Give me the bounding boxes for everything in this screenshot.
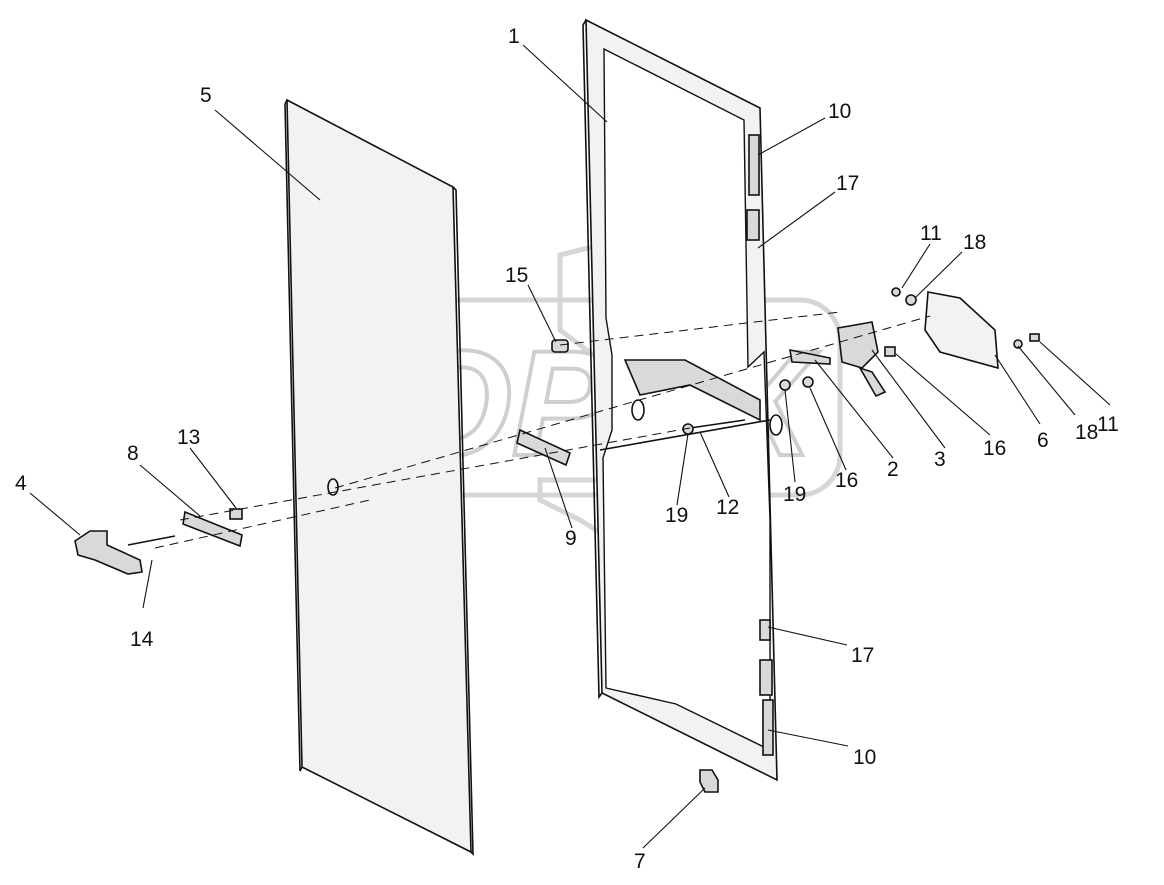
glass-panel-side bbox=[452, 186, 474, 856]
callout-11-right: 11 bbox=[1097, 413, 1119, 436]
outside-handle bbox=[74, 530, 143, 575]
nut-16a bbox=[802, 376, 814, 388]
washer-18b bbox=[1013, 339, 1023, 349]
callout-16-mid: 16 bbox=[835, 469, 858, 492]
leader-13 bbox=[189, 447, 237, 509]
washer-19b bbox=[779, 379, 791, 391]
leader-15 bbox=[527, 284, 557, 343]
callout-18-right: 18 bbox=[1075, 421, 1098, 444]
callout-5: 5 bbox=[200, 84, 212, 107]
leader-11b bbox=[1039, 341, 1111, 406]
handle-bolt bbox=[127, 535, 176, 546]
outside-handle-assembly bbox=[74, 508, 243, 575]
assembly-axes bbox=[154, 311, 931, 549]
screw-11b bbox=[1029, 333, 1040, 342]
leader-18b bbox=[1017, 345, 1076, 416]
hinge-bottom bbox=[762, 699, 774, 756]
lock-cover-6 bbox=[924, 291, 999, 370]
hinge-top bbox=[748, 134, 760, 196]
door-frame-latch-hole bbox=[769, 414, 783, 436]
callout-10-top: 10 bbox=[828, 100, 851, 123]
callout-15: 15 bbox=[505, 264, 528, 287]
leader-10b bbox=[767, 729, 849, 747]
leader-5 bbox=[214, 109, 321, 201]
glass-panel-edge bbox=[284, 99, 303, 772]
hinge-pin-bottom bbox=[759, 619, 771, 641]
door-frame bbox=[582, 18, 783, 782]
leader-9 bbox=[544, 447, 573, 529]
callout-10-bottom: 10 bbox=[853, 746, 876, 769]
hinge-pin-top bbox=[746, 209, 760, 241]
leader-3 bbox=[871, 349, 946, 449]
leader-16b bbox=[809, 387, 847, 471]
leader-12 bbox=[699, 431, 730, 498]
leader-10a bbox=[757, 117, 826, 156]
callout-13: 13 bbox=[177, 426, 200, 449]
lock-body-3 bbox=[837, 321, 879, 369]
plate-9 bbox=[516, 428, 571, 467]
leader-7 bbox=[642, 787, 706, 849]
axis-handle-lower bbox=[154, 499, 371, 549]
leader-17a bbox=[757, 191, 836, 249]
callout-6: 6 bbox=[1037, 429, 1049, 452]
axis-lock-stud bbox=[559, 311, 841, 346]
callout-8: 8 bbox=[127, 442, 139, 465]
leader-11a bbox=[901, 243, 931, 289]
leader-1 bbox=[522, 44, 608, 123]
leader-8 bbox=[139, 464, 201, 517]
callout-19-left: 19 bbox=[665, 504, 688, 527]
callout-3: 3 bbox=[934, 448, 946, 471]
leader-16a bbox=[895, 353, 991, 436]
callout-17-top: 17 bbox=[836, 172, 859, 195]
callout-11-top: 11 bbox=[920, 222, 942, 245]
leader-lines bbox=[29, 44, 1111, 849]
leader-2 bbox=[814, 359, 894, 459]
leader-18a bbox=[915, 251, 963, 298]
screw-11a bbox=[891, 287, 901, 297]
mounting-plate bbox=[182, 510, 243, 548]
door-frame-crossbar bbox=[599, 419, 771, 451]
axis-handle-upper bbox=[179, 427, 691, 521]
door-frame-opening bbox=[602, 47, 771, 752]
callouts: 1 5 10 17 11 18 15 11 18 6 16 3 2 16 19 … bbox=[15, 25, 1119, 873]
callout-4: 4 bbox=[15, 472, 27, 495]
stud bbox=[229, 508, 243, 520]
callout-19-right: 19 bbox=[783, 483, 806, 506]
door-stop bbox=[699, 769, 719, 793]
lock-mechanism bbox=[551, 287, 1040, 435]
leader-19a bbox=[676, 433, 689, 506]
door-frame-lock-plate bbox=[623, 359, 761, 422]
stud-15 bbox=[551, 339, 569, 353]
hinges bbox=[746, 134, 774, 756]
leader-4 bbox=[29, 492, 81, 536]
callout-17-bottom: 17 bbox=[851, 644, 874, 667]
glass-panel-face bbox=[286, 98, 472, 854]
door-frame-edge bbox=[582, 19, 603, 700]
leader-19b bbox=[784, 389, 796, 483]
washer-18a bbox=[905, 294, 917, 306]
lock-lever bbox=[858, 366, 887, 398]
bolt-12 bbox=[689, 419, 746, 429]
callout-18-top: 18 bbox=[963, 231, 986, 254]
hinge-lower-block bbox=[759, 659, 773, 696]
glass-panel bbox=[284, 98, 474, 856]
callout-12: 12 bbox=[716, 496, 739, 519]
callout-9: 9 bbox=[565, 527, 577, 550]
nut-16b bbox=[884, 346, 896, 357]
leader-17b bbox=[767, 626, 848, 646]
callout-1: 1 bbox=[508, 25, 520, 48]
callout-7: 7 bbox=[634, 850, 646, 873]
callout-16-right: 16 bbox=[983, 437, 1006, 460]
callout-14: 14 bbox=[130, 628, 154, 651]
axis-lock-upper bbox=[334, 315, 931, 489]
leader-6 bbox=[994, 354, 1041, 425]
callout-2: 2 bbox=[887, 458, 899, 481]
leader-14 bbox=[142, 559, 153, 609]
